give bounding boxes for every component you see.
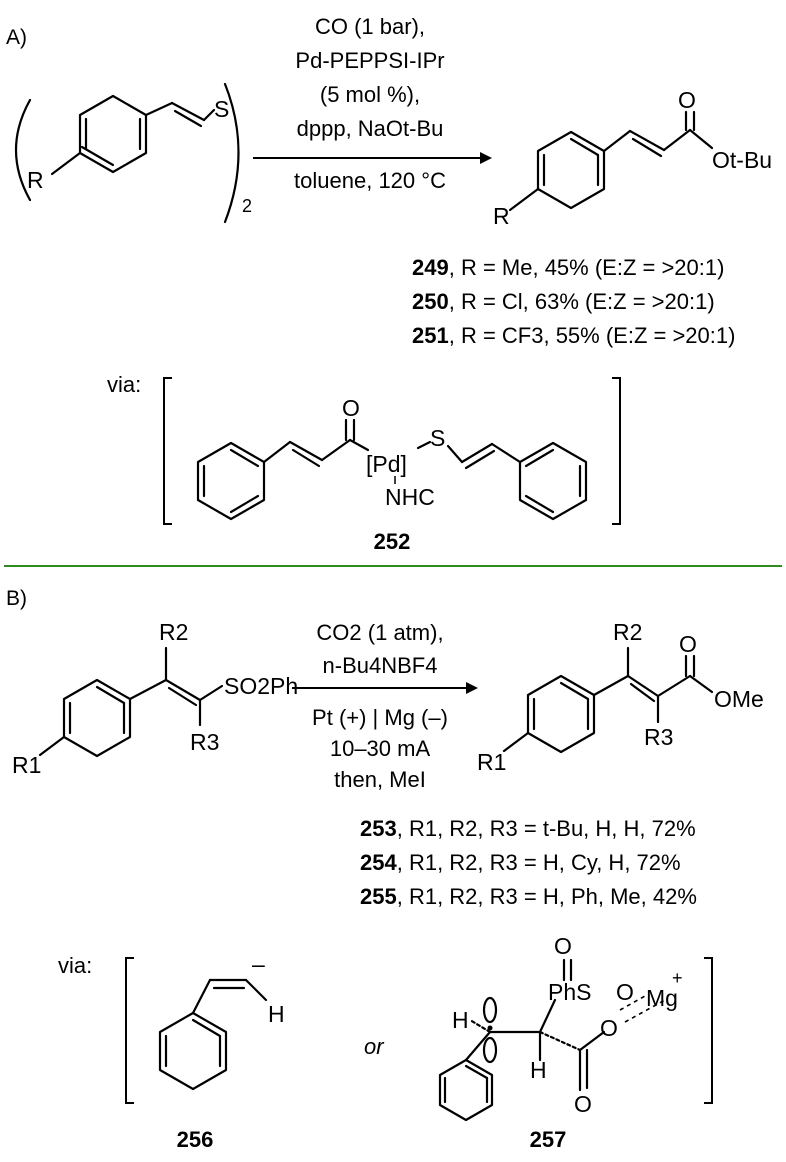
condition-b-1: CO2 (1 atm),: [316, 620, 443, 645]
panel-a-label: A): [6, 26, 27, 49]
intermediate-256-structure: [158, 978, 268, 1091]
reactant-b-structure: [38, 646, 224, 758]
result-250: 250, R = Cl, 63% (E:Z = >20:1): [412, 289, 715, 314]
via-label-a: via:: [107, 372, 141, 397]
intermediate-257-o-top: O: [554, 933, 572, 959]
product-a-ester: Ot-Bu: [712, 147, 772, 173]
bracket-left-a: [163, 377, 172, 525]
intermediate-257-structure: [438, 958, 666, 1122]
intermediate-252-s: S: [430, 425, 445, 451]
intermediate-252-structure: [196, 418, 588, 521]
arrowhead-b: [466, 682, 478, 694]
intermediate-252-nhc: NHC: [385, 484, 435, 510]
compound-256-id: 256: [177, 1127, 214, 1152]
bracket-right-b: [704, 957, 713, 1104]
reactant-b-r1: R1: [12, 752, 41, 778]
product-b-ome: OMe: [714, 686, 764, 712]
product-b-structure: [502, 646, 714, 754]
compound-257-id: 257: [530, 1127, 567, 1152]
or-label: or: [364, 1034, 385, 1059]
reactant-b-r3: R3: [190, 729, 219, 755]
intermediate-257-mg: Mg: [646, 985, 678, 1011]
reactant-b-so2ph: SO2Ph: [224, 673, 298, 699]
condition-a-2: Pd-PEPPSI-IPr: [295, 48, 444, 73]
reactant-a-structure: [50, 94, 216, 176]
product-b-r3: R3: [644, 724, 673, 750]
product-a-carbonyl-o: O: [678, 87, 696, 113]
intermediate-256-charge: –: [252, 951, 265, 977]
condition-b-4: 10–30 mA: [330, 736, 431, 761]
intermediate-257-phs: PhS: [548, 979, 591, 1005]
right-parenthesis: [223, 82, 240, 224]
reactant-a-s: S: [214, 96, 229, 122]
intermediate-257-h1: H: [452, 1007, 469, 1033]
result-254: 254, R1, R2, R3 = H, Cy, H, 72%: [360, 850, 681, 875]
bracket-right-a: [612, 377, 621, 525]
product-b-r2: R2: [613, 619, 642, 645]
condition-b-5: then, MeI: [334, 767, 426, 792]
reactant-b-r2: R2: [159, 619, 188, 645]
product-b-carbonyl-o: O: [679, 631, 697, 657]
intermediate-256-h: H: [268, 1001, 285, 1027]
intermediate-257-o-link: O: [616, 979, 634, 1005]
condition-a-1: CO (1 bar),: [315, 14, 425, 39]
result-251: 251, R = CF3, 55% (E:Z = >20:1): [412, 323, 735, 348]
condition-b-2: n-Bu4NBF4: [323, 653, 438, 678]
condition-a-3: (5 mol %),: [320, 82, 420, 107]
bracket-left-b: [125, 957, 134, 1104]
reactant-a-r: R: [27, 167, 44, 193]
intermediate-252-o: O: [342, 395, 360, 421]
intermediate-257-o-ester: O: [600, 1015, 618, 1041]
result-255: 255, R1, R2, R3 = H, Ph, Me, 42%: [360, 884, 697, 909]
condition-b-3: Pt (+) | Mg (–): [312, 705, 448, 730]
reactant-a-multiplier: 2: [242, 196, 252, 216]
intermediate-257-h2: H: [530, 1057, 547, 1083]
compound-252-id: 252: [374, 529, 411, 554]
product-b-r1: R1: [477, 749, 506, 775]
arrowhead-a: [480, 152, 492, 164]
result-249: 249, R = Me, 45% (E:Z = >20:1): [412, 255, 724, 280]
intermediate-257-charge: +: [672, 968, 683, 988]
result-253: 253, R1, R2, R3 = t-Bu, H, H, 72%: [360, 816, 696, 841]
product-a-structure: [508, 110, 714, 212]
condition-a-4: dppp, NaOt-Bu: [297, 116, 444, 141]
intermediate-257-o-bottom: O: [574, 1091, 592, 1117]
via-label-b: via:: [58, 953, 92, 978]
panel-b-label: B): [6, 587, 27, 610]
condition-a-5: toluene, 120 °C: [294, 168, 446, 193]
intermediate-252-pd: [Pd]: [366, 451, 407, 477]
product-a-r: R: [493, 203, 510, 229]
left-parenthesis: [15, 98, 32, 202]
